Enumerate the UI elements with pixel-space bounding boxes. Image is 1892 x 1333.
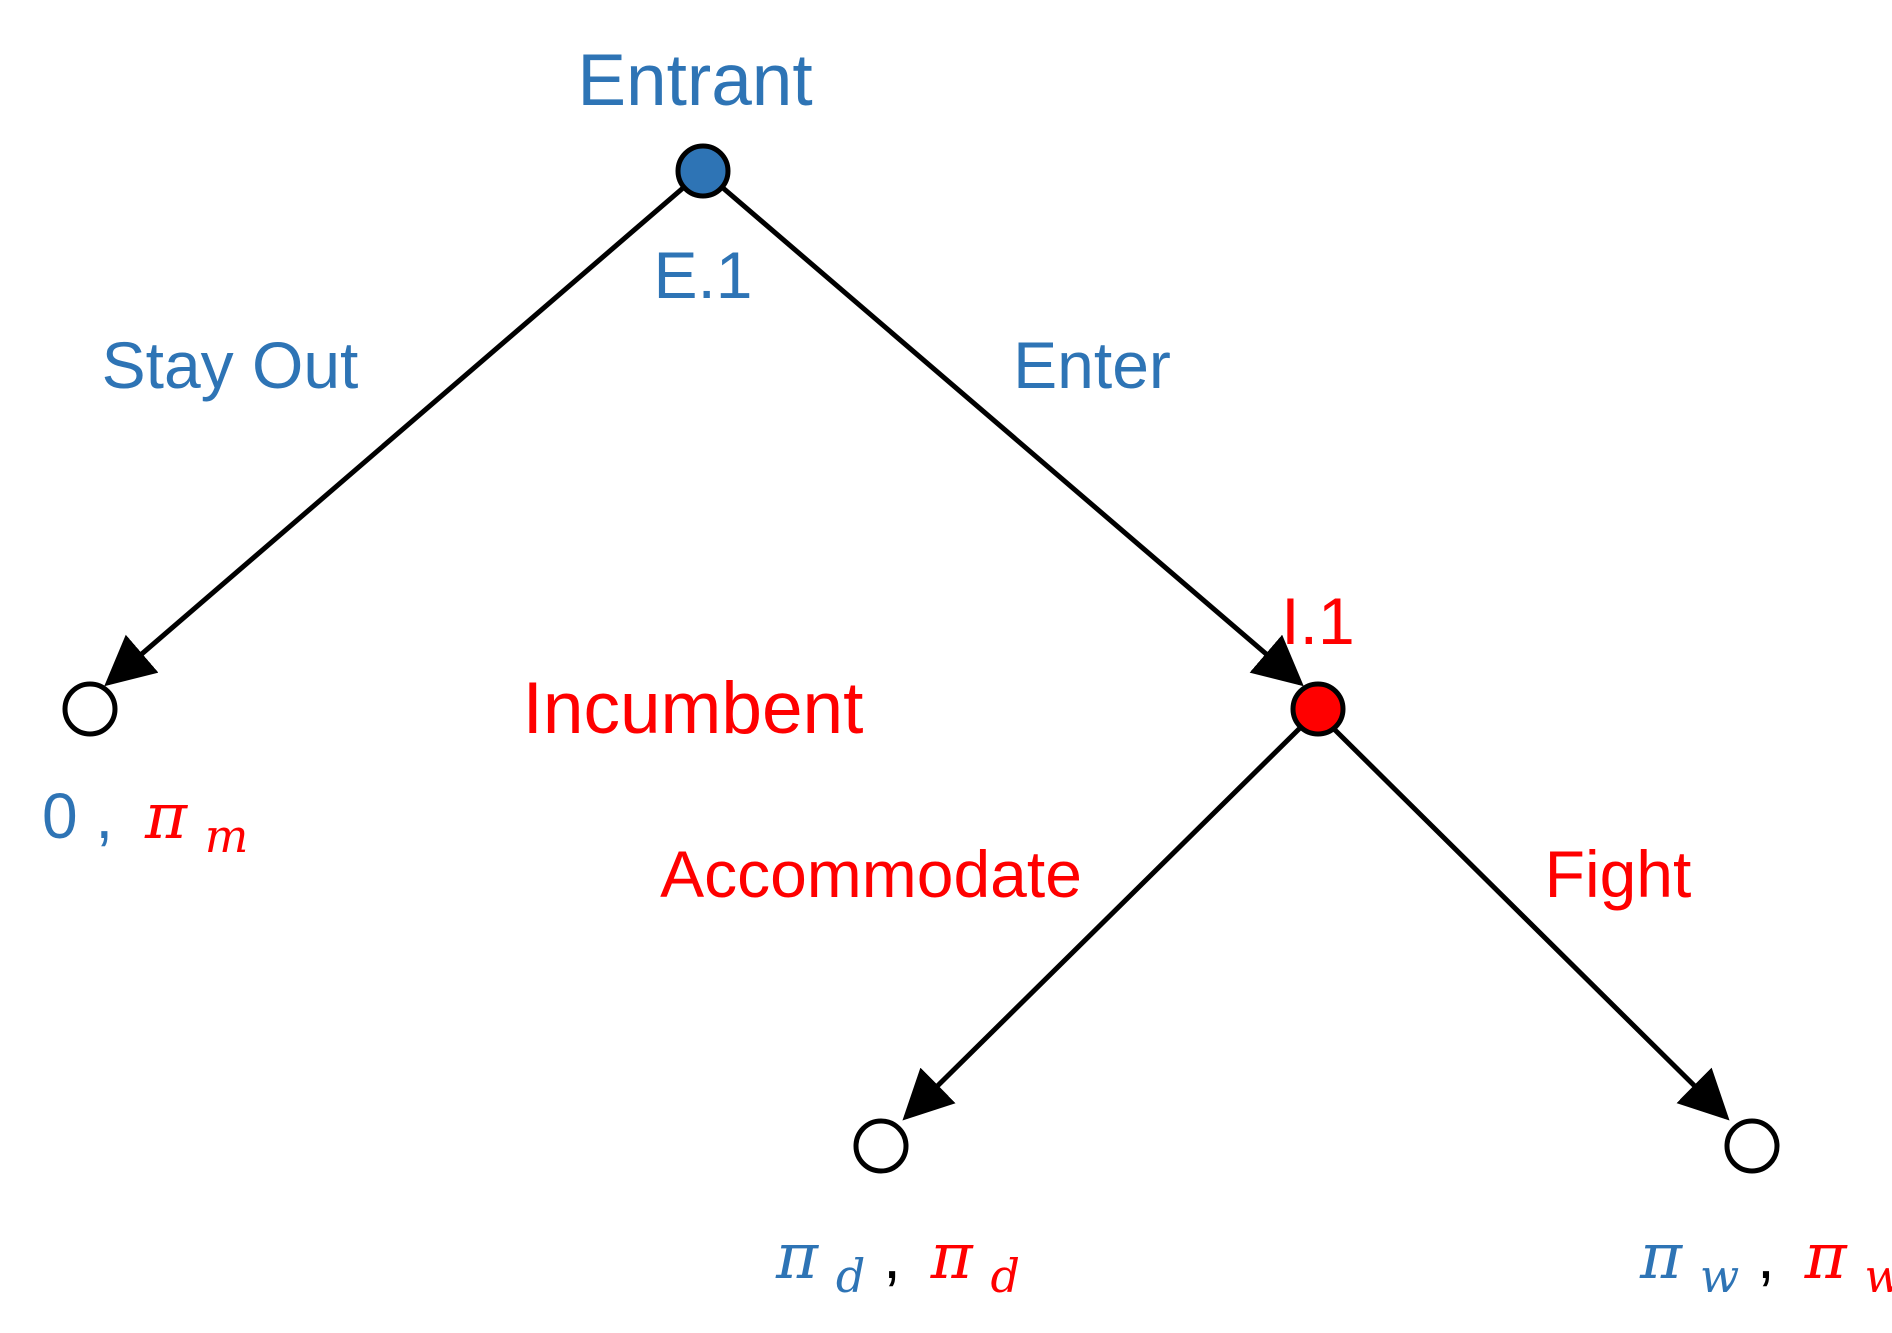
payoff-stay-out-entrant: 0 xyxy=(42,780,78,852)
entrant-decision-node xyxy=(675,143,731,199)
action-enter-label: Enter xyxy=(1013,328,1171,402)
terminal-node-accommodate xyxy=(853,1118,909,1174)
terminal-node-fight xyxy=(1724,1118,1780,1174)
payoff-fight-entrant-subscript: w xyxy=(1700,1249,1739,1303)
payoff-accommodate-entrant-symbol: π xyxy=(775,1220,819,1294)
payoff-accommodate: π d , π d xyxy=(775,1220,1020,1306)
edge-enter xyxy=(721,186,1304,687)
action-fight-label: Fight xyxy=(1545,837,1692,911)
incumbent-node-label: I.1 xyxy=(1281,584,1354,658)
incumbent-decision-node xyxy=(1290,681,1346,737)
payoff-accommodate-entrant-subscript: d xyxy=(836,1249,865,1303)
payoff-accommodate-sep: , xyxy=(883,1220,901,1292)
payoff-fight-incumbent-symbol: π xyxy=(1804,1220,1848,1294)
entrant-node-label: E.1 xyxy=(653,238,752,312)
payoff-fight-entrant-symbol: π xyxy=(1639,1220,1683,1294)
action-accommodate-label: Accommodate xyxy=(660,837,1082,911)
payoff-stay-out-sep: , xyxy=(95,780,113,852)
payoff-stay-out-incumbent-symbol: π xyxy=(144,780,188,854)
edge-fight xyxy=(1331,726,1730,1121)
payoff-fight-incumbent-subscript: w xyxy=(1864,1249,1892,1303)
entrant-player-label: Entrant xyxy=(577,40,812,121)
payoff-accommodate-incumbent-subscript: d xyxy=(990,1249,1019,1303)
action-stay-out-label: Stay Out xyxy=(102,328,359,402)
payoff-accommodate-incumbent-symbol: π xyxy=(930,1220,974,1294)
payoff-stay-out-incumbent-subscript: m xyxy=(205,809,249,863)
terminal-node-stay-out xyxy=(62,681,118,737)
edge-stay-out xyxy=(104,186,685,687)
edge-accommodate xyxy=(902,726,1302,1121)
incumbent-player-label: Incumbent xyxy=(523,668,864,749)
payoff-fight-sep: , xyxy=(1757,1220,1775,1292)
payoff-fight: π w , π w xyxy=(1639,1220,1892,1306)
payoff-stay-out: 0 , π m xyxy=(42,780,248,863)
